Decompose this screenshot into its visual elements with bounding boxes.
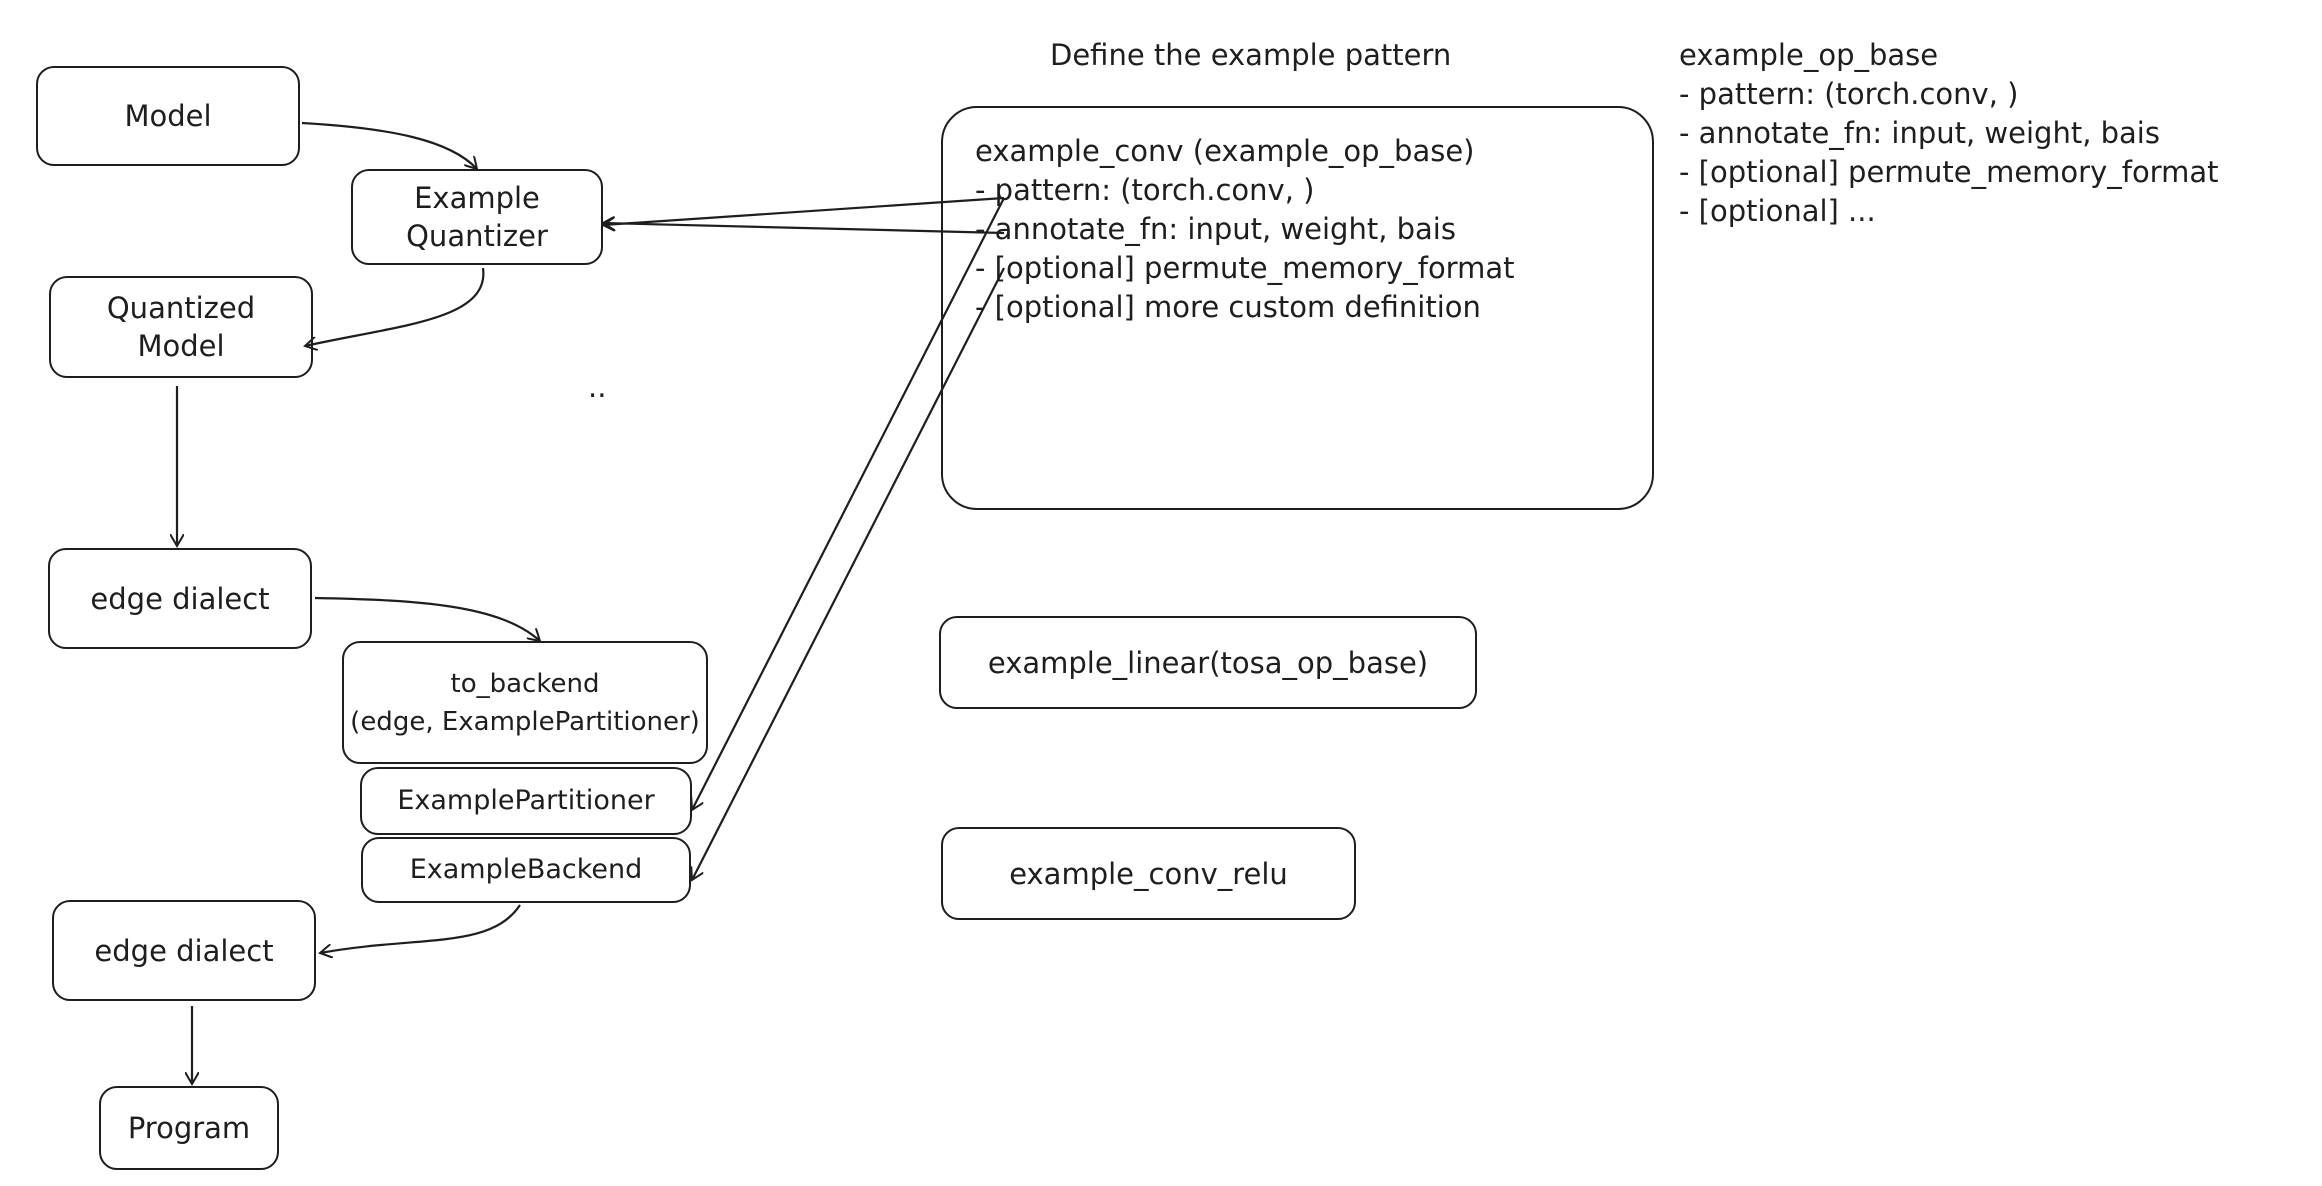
quantized-label-2: Model — [137, 329, 225, 363]
to-backend-label-1: to_backend — [450, 668, 600, 699]
partitioner-label: ExamplePartitioner — [397, 785, 655, 816]
model-box[interactable]: Model — [36, 66, 300, 166]
arrow-pattern-to-partitioner — [692, 197, 1005, 810]
conv-line-1: example_conv (example_op_base) — [975, 134, 1475, 168]
arrow-quantizer-to-quantized — [305, 267, 485, 346]
op-base-line-1: example_op_base — [1679, 38, 1939, 72]
arrow-annotate-to-quantizer — [603, 223, 1005, 235]
edge-dialect-label-1: edge dialect — [90, 581, 270, 616]
op-base-line-2: - pattern: (torch.conv, ) — [1679, 77, 2019, 111]
op-base-line-4: - [optional] permute_memory_format — [1679, 155, 2219, 189]
arrow-pattern-to-quantizer — [603, 196, 1005, 225]
dots-text: .. — [588, 370, 607, 404]
conv-line-3: - annotate_fn: input, weight, bais — [975, 212, 1456, 246]
arrow-optional-to-backend — [692, 267, 1005, 880]
pattern-title: Define the example pattern — [1050, 38, 1452, 72]
op-base-line-5: - [optional] ... — [1679, 194, 1876, 228]
conv-line-5: - [optional] more custom definition — [975, 290, 1481, 324]
example-conv-relu-box[interactable]: example_conv_relu — [941, 827, 1356, 920]
quantized-label-1: Quantized — [106, 291, 256, 325]
edge-dialect-box-1[interactable]: edge dialect — [48, 548, 312, 649]
example-linear-box[interactable]: example_linear(tosa_op_base) — [939, 616, 1477, 709]
example-partitioner-box[interactable]: ExamplePartitioner — [360, 767, 692, 835]
arrow-model-to-quantizer — [301, 121, 477, 169]
program-box[interactable]: Program — [99, 1086, 279, 1170]
conv-relu-label: example_conv_relu — [1009, 856, 1288, 891]
quantizer-label-1: Example — [414, 181, 540, 215]
example-backend-box[interactable]: ExampleBackend — [361, 837, 691, 903]
program-label: Program — [127, 1111, 251, 1145]
backend-label: ExampleBackend — [409, 854, 643, 885]
op-base-line-3: - annotate_fn: input, weight, bais — [1679, 116, 2160, 150]
example-conv-box[interactable]: example_conv (example_op_base) - pattern… — [941, 106, 1654, 510]
to-backend-box[interactable]: to_backend (edge, ExamplePartitioner) — [342, 641, 708, 764]
quantizer-label-2: Quantizer — [406, 219, 548, 253]
edge-dialect-label-2: edge dialect — [94, 933, 274, 968]
to-backend-label-2: (edge, ExamplePartitioner) — [350, 706, 700, 737]
linear-label: example_linear(tosa_op_base) — [987, 645, 1429, 680]
arrow-edge-to-tobackend — [314, 596, 540, 641]
conv-line-4: - [optional] permute_memory_format — [975, 251, 1515, 285]
arrow-backend-to-edge2 — [320, 904, 521, 953]
edge-dialect-box-2[interactable]: edge dialect — [52, 900, 316, 1001]
conv-line-2: - pattern: (torch.conv, ) — [975, 173, 1315, 207]
model-label: Model — [124, 99, 212, 133]
